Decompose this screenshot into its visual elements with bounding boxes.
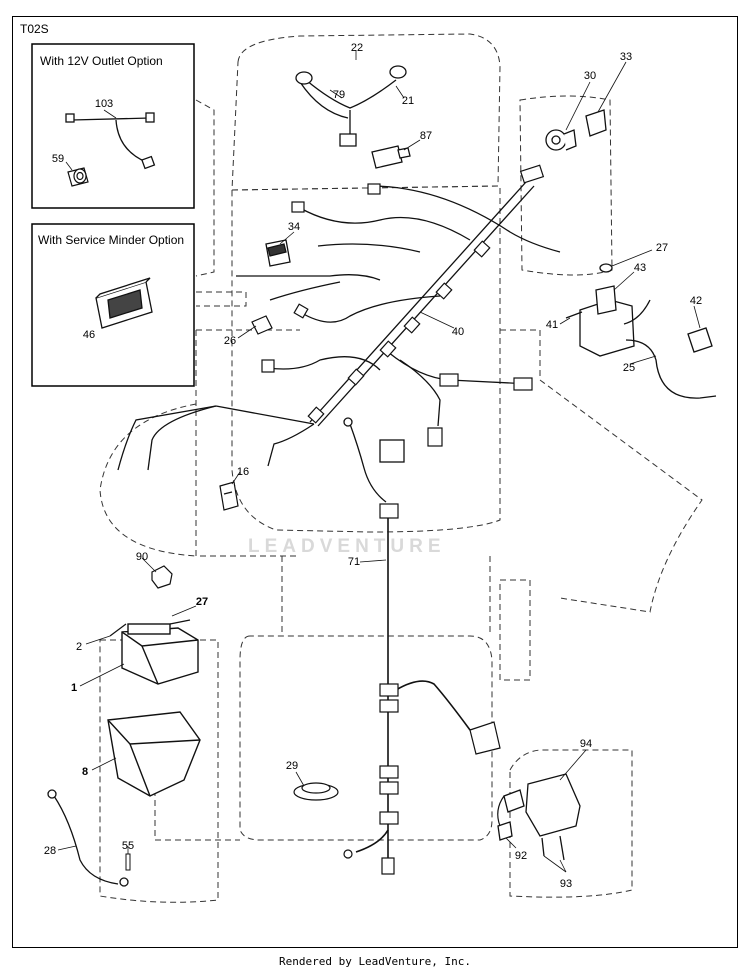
callout-41: 41 xyxy=(545,319,559,331)
body-outline-left xyxy=(195,329,300,557)
callout-33: 33 xyxy=(619,51,633,63)
callout-1: 1 xyxy=(70,682,78,694)
12v-outlet-icon xyxy=(67,167,89,187)
callout-43: 43 xyxy=(633,262,647,274)
battery-area-outline xyxy=(99,639,219,903)
callout-93: 93 xyxy=(559,878,573,890)
pedal-outline xyxy=(499,579,531,681)
watermark: LEADVENTURE xyxy=(248,536,446,557)
callout-30: 30 xyxy=(583,70,597,82)
rear-right-outline xyxy=(509,749,633,898)
dash-outline xyxy=(196,291,247,307)
callout-26: 26 xyxy=(223,335,237,347)
callout-16: 16 xyxy=(236,466,250,478)
left-wheel-arc xyxy=(99,403,197,557)
callout-34: 34 xyxy=(287,221,301,233)
diagram-code: T02S xyxy=(20,22,49,36)
tunnel-outline xyxy=(281,556,491,632)
minder-option-title: With Service Minder Option xyxy=(38,233,185,247)
callout-103: 103 xyxy=(94,98,114,110)
service-minder-icon xyxy=(95,277,153,329)
engine-deck-outline xyxy=(231,185,501,533)
footer-credit: Rendered by LeadVenture, Inc. xyxy=(278,955,472,968)
callout-29: 29 xyxy=(285,760,299,772)
callout-55: 55 xyxy=(121,840,135,852)
callout-94: 94 xyxy=(579,738,593,750)
callout-27-top: 27 xyxy=(655,242,669,254)
callout-90: 90 xyxy=(135,551,149,563)
body-outline-right xyxy=(500,329,703,613)
seat-outline xyxy=(239,635,493,841)
callout-46: 46 xyxy=(82,329,96,341)
callout-21: 21 xyxy=(401,95,415,107)
outlet-option-box xyxy=(31,43,195,209)
hood-outline xyxy=(231,33,501,191)
relay-26-icon xyxy=(251,315,273,335)
callout-27-battery: 27 xyxy=(195,596,209,608)
callout-92: 92 xyxy=(514,850,528,862)
callout-8: 8 xyxy=(81,766,89,778)
diagram-frame xyxy=(12,16,738,948)
left-fender-outline xyxy=(195,99,215,277)
callout-87: 87 xyxy=(419,130,433,142)
callout-71: 71 xyxy=(347,556,361,568)
callout-40: 40 xyxy=(451,326,465,338)
callout-25: 25 xyxy=(622,362,636,374)
callout-79: 79 xyxy=(332,89,346,101)
callout-28: 28 xyxy=(43,845,57,857)
callout-22: 22 xyxy=(350,42,364,54)
callout-59: 59 xyxy=(51,153,65,165)
callout-42: 42 xyxy=(689,295,703,307)
callout-2: 2 xyxy=(75,641,83,653)
outlet-option-title: With 12V Outlet Option xyxy=(40,54,163,68)
